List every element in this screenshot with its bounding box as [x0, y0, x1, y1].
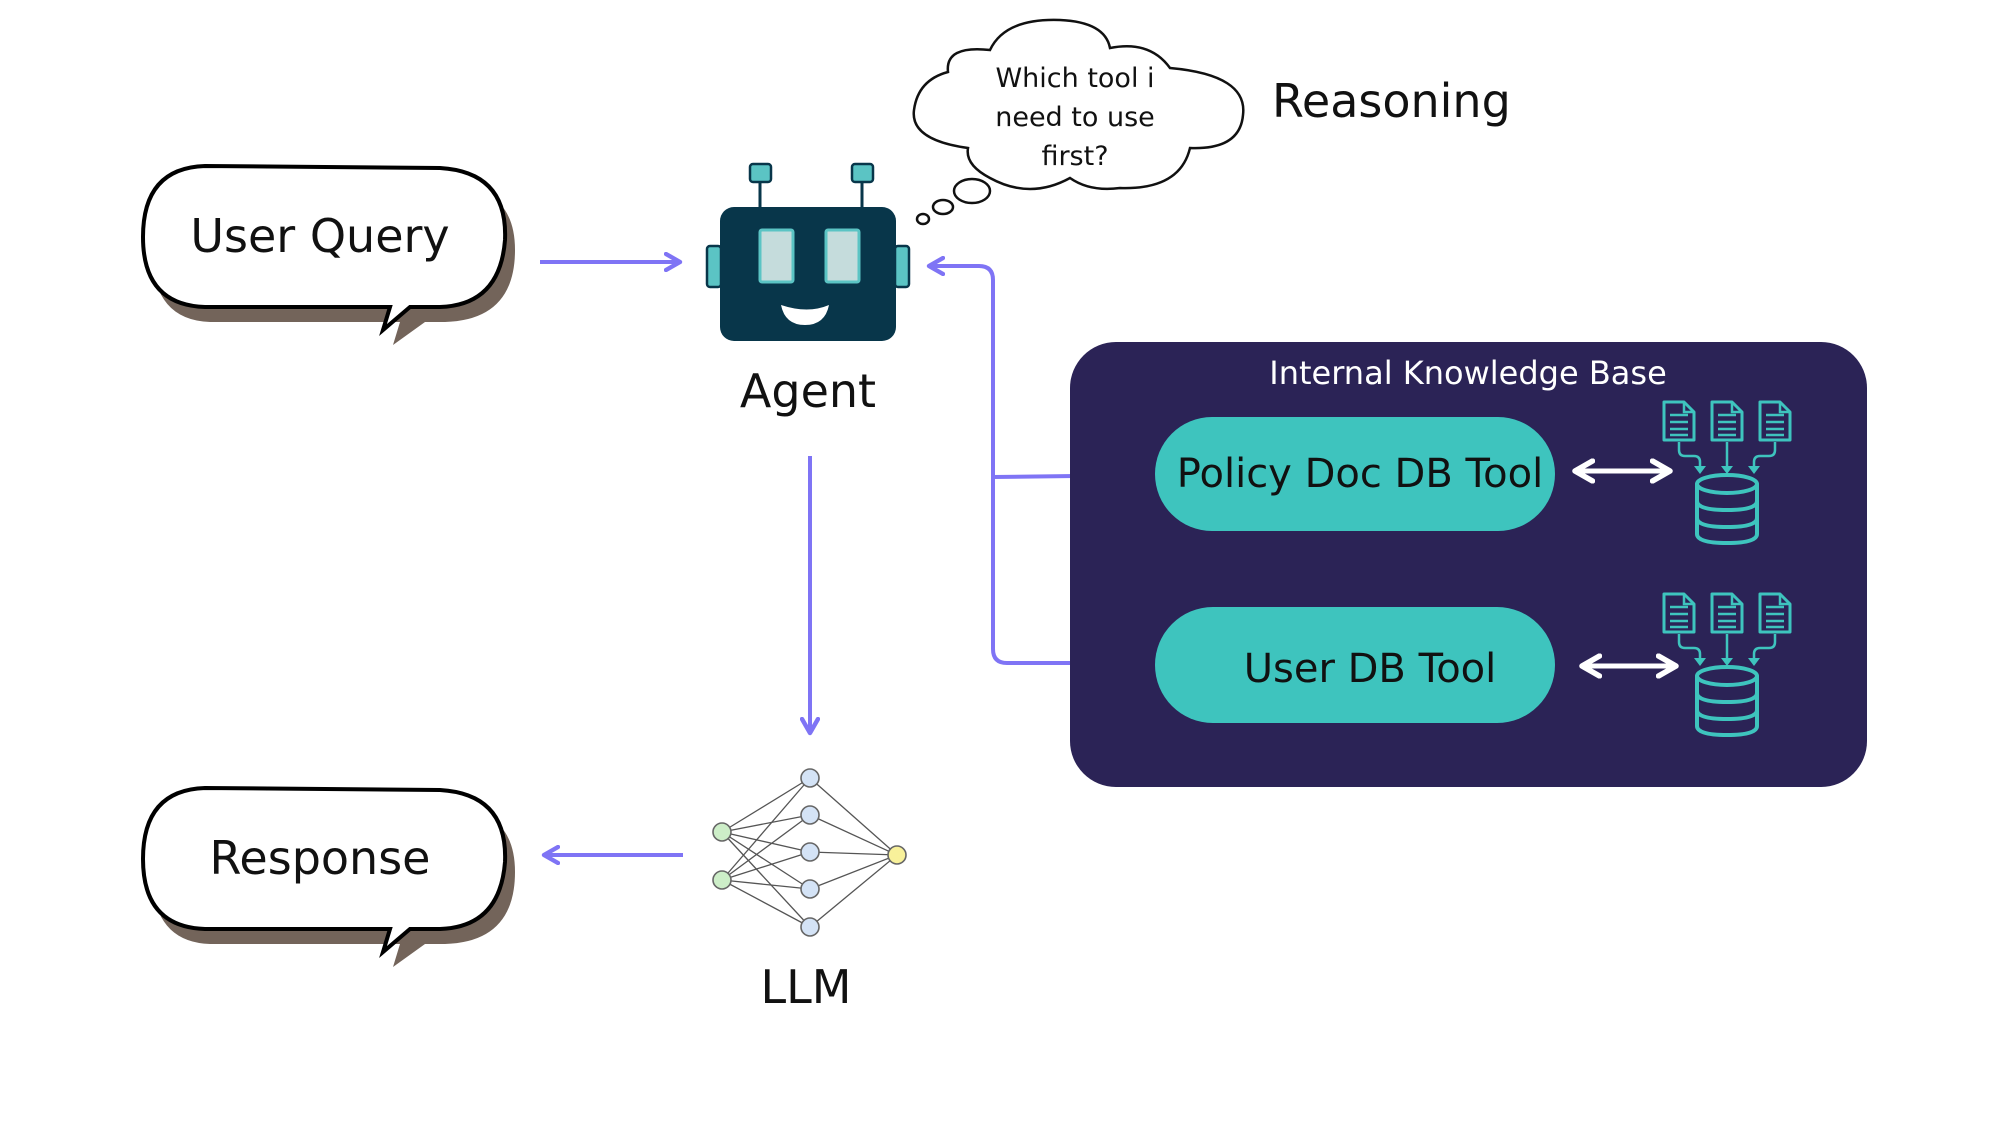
tool-policy-doc-db[interactable]: Policy Doc DB Tool: [1155, 417, 1555, 531]
arrow-agent-to-user-db: [991, 470, 1152, 663]
nn-input-node: [712, 822, 732, 842]
thought-cloud: Which tool i need to use first?: [912, 18, 1245, 226]
tool-user-db-label: User DB Tool: [1244, 646, 1497, 692]
nn-edge: [721, 777, 811, 833]
document-icon: [1748, 592, 1792, 666]
document-icon: [1662, 592, 1706, 666]
nn-output-node: [887, 845, 907, 865]
agent-label: Agent: [740, 364, 876, 418]
thought-line-2: need to use: [995, 102, 1155, 133]
nn-edge: [721, 831, 811, 890]
nn-edge: [809, 854, 898, 890]
document-icon: [1710, 400, 1744, 474]
neural-network-icon: [712, 768, 907, 937]
database-cylinder-icon: [1695, 473, 1759, 546]
nn-hidden-node: [800, 768, 820, 788]
reasoning-label: Reasoning: [1272, 74, 1511, 128]
nn-input-node: [712, 870, 732, 890]
nn-edge: [721, 831, 811, 928]
thought-line-3: first?: [1041, 141, 1108, 172]
database-documents-icon: [1662, 592, 1792, 738]
nn-hidden-node: [800, 805, 820, 825]
user-query-label: User Query: [190, 209, 449, 263]
cloud-shape: [912, 18, 1245, 191]
tool-user-db[interactable]: User DB Tool: [1155, 607, 1555, 723]
tool-policy-doc-db-label: Policy Doc DB Tool: [1177, 451, 1543, 497]
flow-arrow: [1752, 442, 1777, 470]
nn-hidden-node: [800, 879, 820, 899]
flow-arrow: [1677, 634, 1702, 662]
response-bubble: Response: [140, 785, 515, 967]
nn-hidden-node: [800, 917, 820, 937]
nn-edge: [721, 814, 811, 833]
response-bubble-shape: [140, 785, 508, 958]
nn-edge: [721, 777, 811, 881]
nn-edge: [809, 814, 898, 856]
nn-edge: [721, 831, 811, 853]
llm-label: LLM: [761, 960, 852, 1014]
document-icon: [1710, 592, 1744, 666]
thought-line-1: Which tool i: [995, 63, 1154, 94]
flow-arrow: [1752, 634, 1777, 662]
user-query-bubble-shape: [140, 163, 508, 336]
response-label: Response: [210, 831, 431, 885]
nn-hidden-node: [800, 842, 820, 862]
flow-arrow: [1677, 442, 1702, 470]
nn-edge: [809, 851, 898, 856]
nn-edge: [809, 854, 898, 928]
nn-edge: [809, 777, 898, 856]
knowledge-base-panel: Internal Knowledge Base Policy Doc DB To…: [1070, 342, 1867, 787]
knowledge-base-title: Internal Knowledge Base: [1269, 354, 1667, 392]
nn-edge: [721, 879, 811, 928]
database-cylinder-icon: [1695, 665, 1759, 738]
database-documents-icon: [1662, 400, 1792, 546]
document-icon: [1748, 400, 1792, 474]
nn-edge: [721, 851, 811, 881]
arrow-tools-to-agent: [929, 266, 995, 475]
user-query-bubble: User Query: [140, 163, 515, 345]
document-icon: [1662, 400, 1706, 474]
nn-edge: [721, 879, 811, 890]
nn-edge: [721, 814, 811, 881]
robot-icon: [705, 162, 911, 341]
